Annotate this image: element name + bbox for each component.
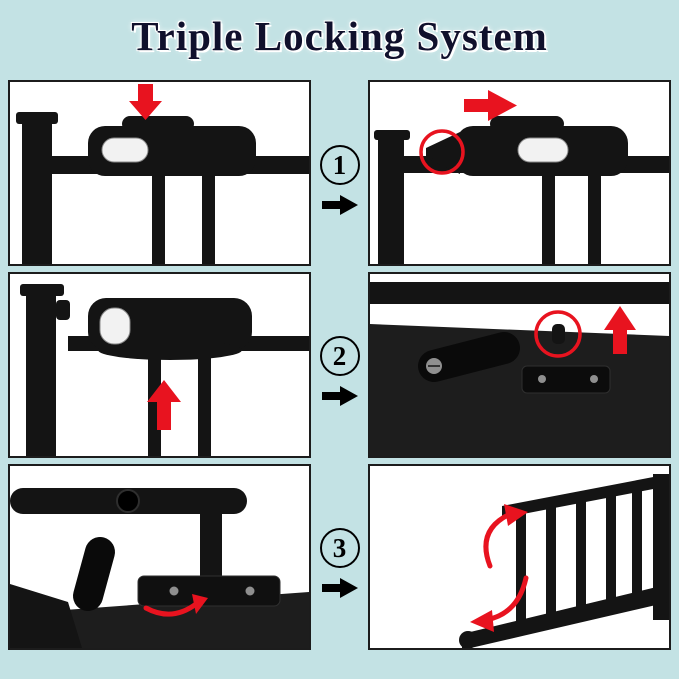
step-3-number: 3 (319, 528, 360, 568)
latch-pin (552, 324, 565, 344)
wall-post (16, 112, 58, 264)
step-3-number-label: 3 (332, 532, 347, 563)
curved-arrow-up-icon (483, 504, 528, 569)
gate-swing-illustration (459, 474, 669, 648)
latch-pin (430, 146, 448, 159)
gate-post (200, 500, 222, 578)
step-1-indicator: 1 (311, 145, 368, 216)
lever-shadow (10, 584, 82, 648)
gate-bar (202, 174, 215, 264)
floor-bracket (521, 365, 611, 394)
step-3-indicator: 3 (311, 528, 368, 599)
bottom-lock-lever-illustration (370, 282, 669, 456)
gate-panel (459, 474, 669, 648)
latch-release-button (99, 307, 131, 345)
step3-after-panel (368, 464, 671, 650)
latch-release-button (101, 137, 149, 163)
wall-post (20, 284, 70, 456)
curved-arrow-icon (143, 594, 208, 617)
wall-post (374, 130, 410, 264)
red-circle-highlight (419, 129, 465, 175)
red-right-arrow-icon (464, 90, 517, 121)
gate-latch-lift-illustration (20, 284, 309, 456)
step1-after-panel (368, 80, 671, 266)
curved-arrow-down-icon (470, 575, 529, 632)
gate-latch-press-illustration (16, 84, 309, 264)
bottom-rail (10, 488, 247, 578)
top-rail (370, 282, 669, 304)
latch-handle (88, 116, 256, 176)
locking-lever (73, 537, 115, 611)
floor-bracket (137, 575, 281, 607)
latch-handle (88, 298, 252, 360)
right-arrow-icon (321, 195, 358, 215)
gate-bar (152, 174, 165, 264)
page-title: Triple Locking System (131, 13, 548, 59)
latch-release-button (517, 137, 569, 163)
step2-after-panel (368, 272, 671, 458)
gate-bar (588, 173, 601, 264)
gate-bar (542, 173, 555, 264)
gate-latch-slide-illustration (374, 90, 669, 264)
red-down-arrow-icon (129, 84, 162, 120)
right-arrow-icon (321, 386, 358, 406)
step-2-indicator: 2 (311, 336, 368, 407)
right-arrow-icon (321, 578, 358, 598)
floor-lock-release-illustration (10, 488, 309, 648)
step-2-number-label: 2 (332, 340, 347, 371)
step3-before-panel (8, 464, 311, 650)
locking-lever (418, 332, 520, 382)
step-1-number-label: 1 (332, 149, 347, 180)
red-up-arrow-icon (147, 380, 181, 430)
red-up-arrow-icon (604, 306, 636, 354)
red-circle-highlight (534, 310, 582, 358)
step2-before-panel (8, 272, 311, 458)
gate-bar (198, 352, 211, 456)
step1-before-panel (8, 80, 311, 266)
step-1-number: 1 (319, 145, 360, 185)
step-2-number: 2 (319, 336, 360, 376)
